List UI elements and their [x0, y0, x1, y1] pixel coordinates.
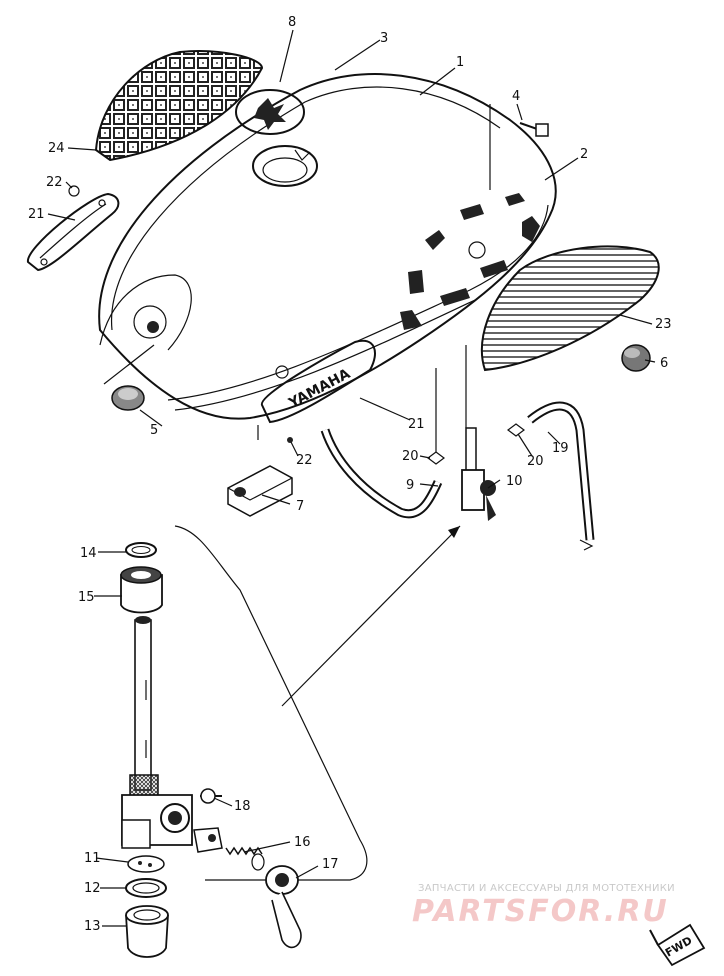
knee-pad-left — [94, 50, 264, 162]
damper-rubber-right — [621, 344, 651, 372]
clip-left — [427, 451, 445, 465]
callout-11: 11 — [84, 851, 101, 866]
callout-9: 9 — [406, 478, 414, 493]
emblem-yamaha: YAMAHA — [261, 339, 376, 424]
callout-10: 10 — [506, 474, 523, 489]
callout-18: 18 — [234, 799, 251, 814]
rubber-block — [227, 465, 293, 517]
screw-22-right — [287, 437, 293, 443]
callout-24: 24 — [48, 141, 65, 156]
callout-4: 4 — [512, 89, 520, 104]
emblem-text: YAMAHA — [285, 366, 353, 412]
clip-right — [507, 423, 525, 437]
watermark-tagline: ЗАПЧАСТИ И АКСЕССУАРЫ ДЛЯ МОТОТЕХНИКИ — [418, 883, 675, 894]
callout-3: 3 — [380, 31, 388, 46]
callout-14: 14 — [80, 546, 97, 561]
callout-19: 19 — [552, 441, 569, 456]
bolt — [519, 122, 549, 137]
damper-rubber — [111, 385, 145, 411]
callout-21-left: 21 — [28, 207, 45, 222]
tank-badge-cutouts — [400, 193, 540, 330]
exploded-fuel-cock — [120, 542, 302, 958]
fwd-arrow: FWD — [649, 923, 706, 967]
callout-1: 1 — [456, 55, 464, 70]
emblem-left — [27, 192, 120, 272]
vacuum-pipe — [527, 401, 595, 551]
callout-5: 5 — [150, 423, 158, 438]
callout-8: 8 — [288, 15, 296, 30]
callout-13: 13 — [84, 919, 101, 934]
callout-17: 17 — [322, 857, 339, 872]
callout-6: 6 — [660, 356, 668, 371]
screw-22-left — [68, 185, 80, 197]
callout-20-right: 20 — [527, 454, 544, 469]
tank-cap[interactable] — [235, 89, 305, 135]
callout-21-right: 21 — [408, 417, 425, 432]
callout-16: 16 — [294, 835, 311, 850]
callout-22-left: 22 — [46, 175, 63, 190]
callout-12: 12 — [84, 881, 101, 896]
fuel-cock-assembled — [461, 427, 496, 521]
callout-numbers: 1 2 3 4 5 6 7 8 9 10 11 12 13 14 15 16 1… — [28, 15, 672, 934]
callout-22-right: 22 — [296, 453, 313, 468]
callout-20-left: 20 — [402, 449, 419, 464]
fuel-hose — [320, 428, 443, 519]
leader-lines — [47, 29, 656, 927]
fuel-tank — [98, 73, 557, 420]
watermark-brand: PARTSFOR.RU — [412, 894, 669, 929]
callout-23: 23 — [655, 317, 672, 332]
callout-2: 2 — [580, 147, 588, 162]
callout-15: 15 — [78, 590, 95, 605]
knee-pad-right — [480, 245, 660, 372]
callout-7: 7 — [296, 499, 304, 514]
